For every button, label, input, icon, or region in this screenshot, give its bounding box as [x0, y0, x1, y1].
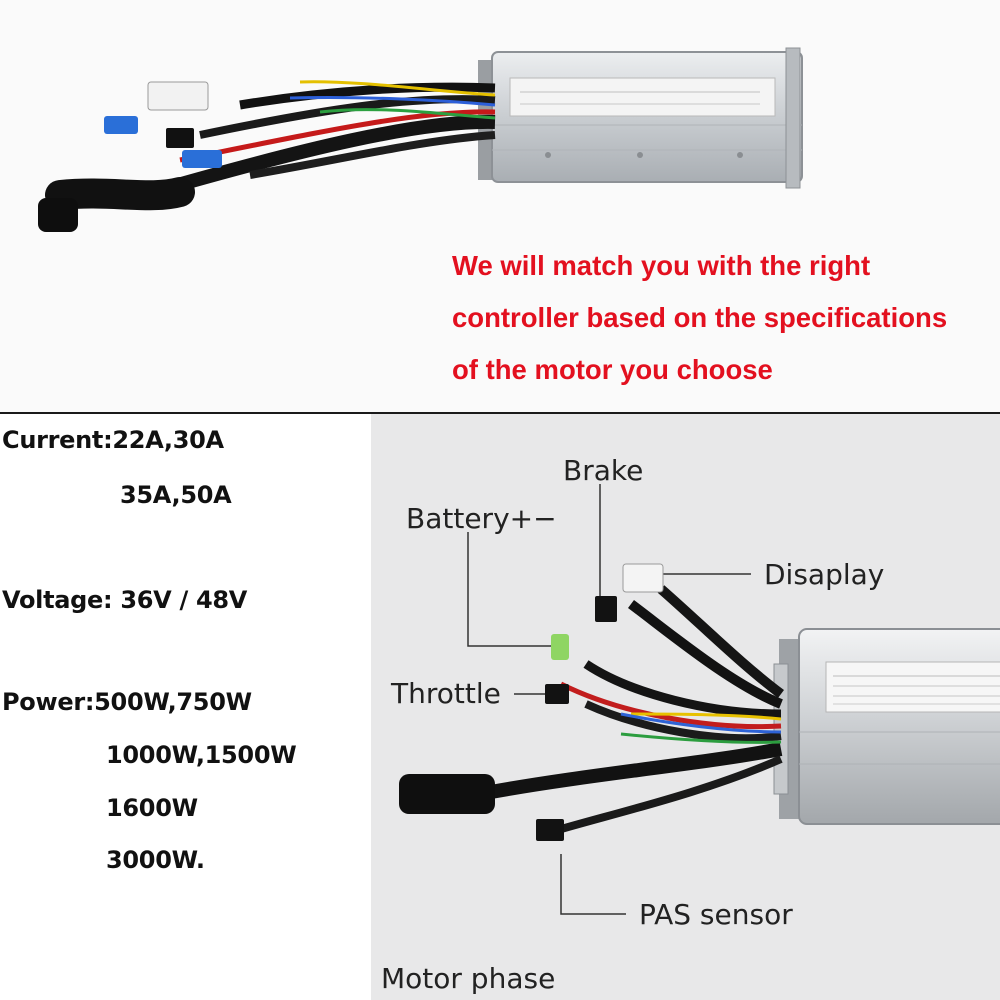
controller-diagram-photo: Brake Battery+− Disaplay Throttle PAS se…	[371, 414, 1000, 1000]
callout-pas-sensor: PAS sensor	[639, 898, 793, 931]
slogan: We will match you with the right control…	[452, 240, 997, 396]
slogan-line-2: controller based on the specifications	[452, 302, 948, 333]
callout-display: Disaplay	[764, 558, 885, 591]
section-divider	[0, 412, 1000, 414]
controller-photo-top	[38, 47, 803, 232]
spec-power-2: 1000W,1500W	[106, 741, 297, 769]
callout-brake: Brake	[563, 454, 644, 487]
callout-throttle: Throttle	[391, 677, 501, 710]
callout-motor-phase: Motor phase	[381, 962, 556, 995]
spec-current-2: 35A,50A	[120, 481, 232, 509]
controller-illustration	[399, 484, 1000, 915]
slogan-line-3: of the motor you choose	[452, 354, 773, 385]
spec-current-1: Current:22A,30A	[2, 426, 224, 454]
spec-voltage: Voltage: 36V / 48V	[2, 586, 248, 614]
spec-power-3: 1600W	[106, 794, 198, 822]
spec-power-4: 3000W.	[106, 846, 205, 874]
spec-power-1: Power:500W,750W	[2, 688, 252, 716]
slogan-line-1: We will match you with the right	[452, 250, 871, 281]
top-panel: We will match you with the right control…	[0, 0, 1000, 412]
callout-battery: Battery+−	[406, 502, 557, 535]
